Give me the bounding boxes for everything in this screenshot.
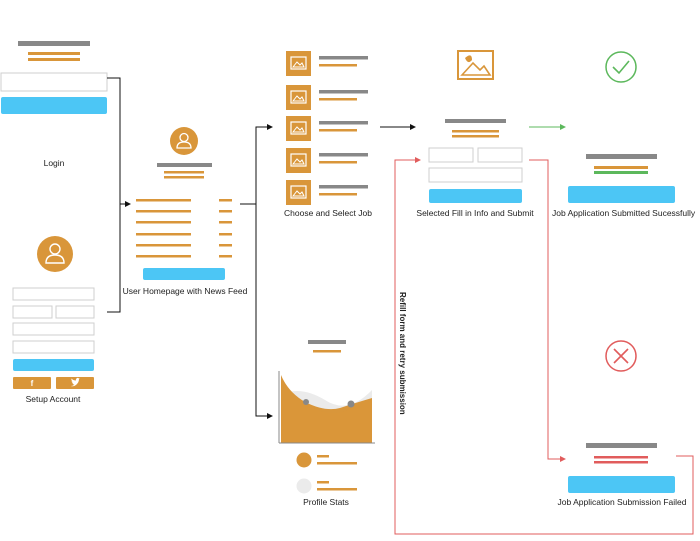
image-icon xyxy=(290,56,307,70)
job-item[interactable] xyxy=(286,85,368,110)
setup-field-3[interactable] xyxy=(12,322,95,336)
failed-label: Job Application Submission Failed xyxy=(557,497,687,507)
home-action-button[interactable] xyxy=(143,268,225,280)
job-subtitle-bar xyxy=(319,98,357,101)
success-bar-1 xyxy=(594,166,648,169)
form-field-1b[interactable] xyxy=(477,147,523,163)
form-subtitle-bar-2 xyxy=(452,135,499,138)
job-subtitle-bar xyxy=(319,193,357,196)
retry-loop-connector xyxy=(394,157,694,535)
facebook-icon: f xyxy=(31,379,34,388)
job-title-bar xyxy=(319,185,368,189)
profile-stats-screen xyxy=(278,340,375,494)
stat-dot-1 xyxy=(296,452,312,468)
setup-field-4[interactable] xyxy=(12,340,95,354)
login-screen xyxy=(0,41,108,114)
job-item[interactable] xyxy=(286,148,368,173)
success-label: Job Application Submitted Sucessfully xyxy=(552,208,696,218)
setup-account-label: Setup Account xyxy=(25,394,81,404)
form-to-failure-connector xyxy=(529,159,566,462)
area-chart xyxy=(278,371,375,444)
login-button[interactable] xyxy=(1,97,107,114)
job-item[interactable] xyxy=(286,180,368,205)
form-subtitle-bar xyxy=(452,130,499,133)
login-input[interactable] xyxy=(0,72,108,92)
job-item[interactable] xyxy=(286,51,368,76)
stats-subtitle-bar xyxy=(313,350,341,353)
x-circle-icon xyxy=(605,340,637,372)
image-icon xyxy=(457,50,494,80)
job-title-bar xyxy=(319,121,368,125)
twitter-icon xyxy=(71,377,80,387)
image-icon xyxy=(290,121,307,135)
form-submit-button[interactable] xyxy=(429,189,522,203)
job-subtitle-bar xyxy=(319,161,357,164)
homepage-screen xyxy=(136,127,232,280)
profile-stats-label: Profile Stats xyxy=(303,497,349,507)
home-title-bar xyxy=(157,163,212,167)
home-subtitle-bar-2 xyxy=(164,176,204,179)
image-icon xyxy=(290,185,307,199)
application-form-screen xyxy=(428,50,523,203)
failure-bar-2 xyxy=(594,461,648,464)
image-icon xyxy=(290,153,307,167)
success-bar-2 xyxy=(594,171,648,174)
setup-field-1[interactable] xyxy=(12,287,95,301)
image-icon xyxy=(290,90,307,104)
home-subtitle-bar xyxy=(164,171,204,174)
job-item[interactable] xyxy=(286,116,368,141)
stats-title-bar xyxy=(308,340,346,344)
login-label: Login xyxy=(43,158,65,168)
home-to-stats-connector xyxy=(255,204,273,419)
fill-info-label: Selected Fill in Info and Submit xyxy=(416,208,534,218)
check-circle-icon xyxy=(605,51,637,83)
choose-job-label: Choose and Select Job xyxy=(284,208,372,218)
job-subtitle-bar xyxy=(319,129,357,132)
form-title-bar xyxy=(445,119,506,123)
failure-bar-1 xyxy=(594,456,648,459)
setup-account-screen: f xyxy=(12,236,95,389)
success-title-bar xyxy=(586,154,657,159)
news-feed-list xyxy=(136,199,232,258)
job-title-bar xyxy=(319,56,368,60)
login-title-bar xyxy=(18,41,90,46)
failure-title-bar xyxy=(586,443,657,448)
setup-field-2b[interactable] xyxy=(55,305,95,319)
login-subtitle-bar-2 xyxy=(28,58,80,61)
homepage-label: User Homepage with News Feed xyxy=(122,286,248,296)
retry-label: Refill form and retry submission xyxy=(398,292,407,415)
facebook-button[interactable] xyxy=(13,377,51,389)
home-to-jobs-connector xyxy=(240,124,273,205)
login-subtitle-bar xyxy=(28,52,80,55)
failure-screen xyxy=(568,340,675,493)
setup-field-2a[interactable] xyxy=(12,305,53,319)
setup-submit-button[interactable] xyxy=(13,359,94,371)
form-field-1a[interactable] xyxy=(428,147,474,163)
job-title-bar xyxy=(319,153,368,157)
success-button[interactable] xyxy=(568,186,675,203)
setup-to-home-connector xyxy=(107,204,121,313)
failure-button[interactable] xyxy=(568,476,675,493)
success-screen xyxy=(568,51,675,203)
stat-dot-2 xyxy=(296,478,312,494)
job-list-screen xyxy=(286,51,368,205)
form-field-2[interactable] xyxy=(428,167,523,183)
login-to-home-connector xyxy=(107,77,131,207)
job-subtitle-bar xyxy=(319,64,357,67)
job-title-bar xyxy=(319,90,368,94)
